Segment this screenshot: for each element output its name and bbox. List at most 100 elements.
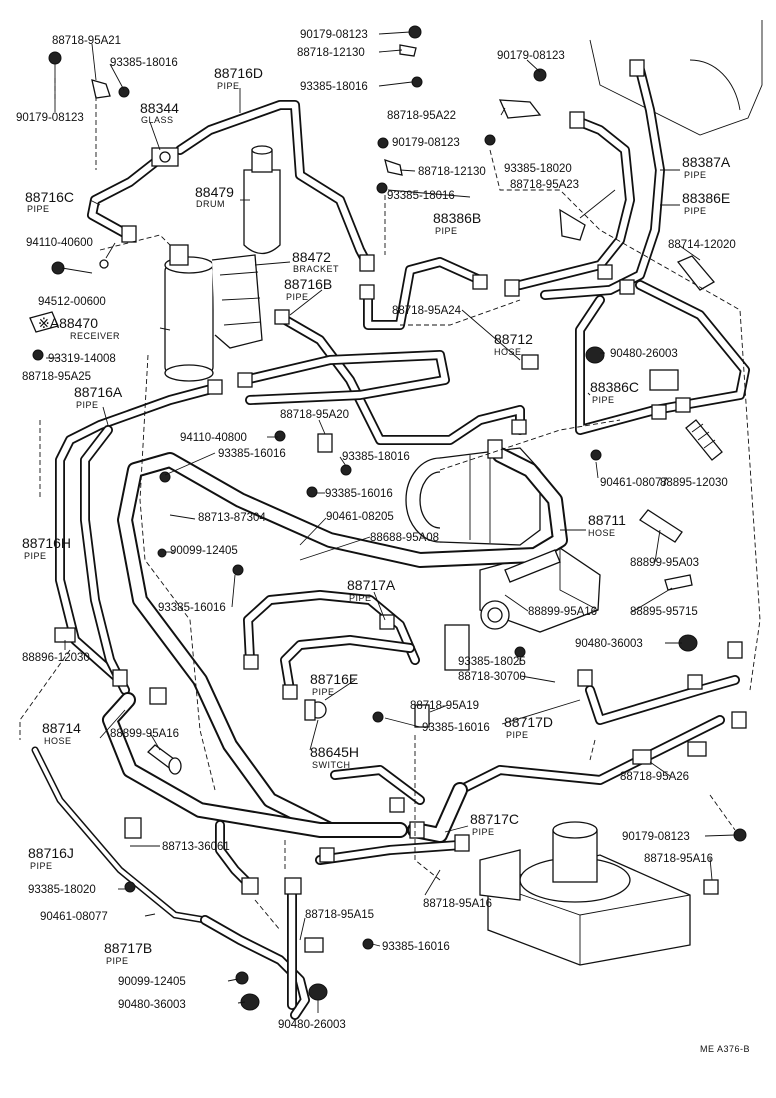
sleeve-middle-icon: [504, 549, 561, 583]
label-93385-18016: 93385-18016: [300, 81, 368, 93]
label-90480-26003: 90480-26003: [610, 348, 678, 360]
label-88472: 88472: [292, 249, 331, 265]
label-88718-95A16: 88718-95A16: [644, 853, 713, 865]
pipe-fitting-icon: [112, 59, 747, 895]
hose-piece-icon: [676, 255, 716, 291]
diagram-code: ME A376-B: [700, 1044, 750, 1054]
bracket-icon: [211, 254, 263, 349]
label-switch: SWITCH: [312, 760, 351, 770]
label-pipe: PIPE: [286, 292, 309, 302]
label-88718-30700: 88718-30700: [458, 671, 526, 683]
sleeve-icon: [639, 509, 683, 543]
label-pipe: PIPE: [472, 827, 495, 837]
label-88645H: 88645H: [310, 744, 359, 760]
label-93385-18016: 93385-18016: [110, 57, 178, 69]
label-88716A: 88716A: [74, 384, 123, 400]
label-90179-08123: 90179-08123: [622, 831, 690, 843]
drum-icon: [243, 145, 281, 255]
label-93385-18025: 93385-18025: [458, 656, 526, 668]
label-88717B: 88717B: [104, 940, 152, 956]
label-93385-16016: 93385-16016: [158, 602, 226, 614]
sight-glass-icon: [151, 147, 179, 167]
label-90461-08205: 90461-08205: [326, 511, 394, 523]
label-88716J: 88716J: [28, 845, 74, 861]
label-88717A: 88717A: [347, 577, 396, 593]
label-88718-95A23: 88718-95A23: [510, 179, 579, 191]
label-94110-40800: 94110-40800: [180, 432, 247, 444]
label-pipe: PIPE: [506, 730, 529, 740]
label-pipe: PIPE: [684, 170, 707, 180]
label-88386B: 88386B: [433, 210, 481, 226]
label-88711: 88711: [588, 512, 626, 528]
label-88718-95A21: 88718-95A21: [52, 35, 121, 47]
corrugated-hose-icon: [685, 419, 723, 461]
label-88714-12020: 88714-12020: [668, 239, 736, 251]
label-88895-95715: 88895-95715: [630, 606, 698, 618]
label-90461-08077: 90461-08077: [600, 477, 668, 489]
label-94110-40600: 94110-40600: [26, 237, 93, 249]
label-88716H: 88716H: [22, 535, 71, 551]
label-pipe: PIPE: [312, 687, 335, 697]
label-90099-12405: 90099-12405: [170, 545, 238, 557]
label-88718-12130: 88718-12130: [418, 166, 486, 178]
label-90179-08123: 90179-08123: [300, 29, 368, 41]
components: [29, 25, 747, 1011]
label-pipe: PIPE: [27, 204, 50, 214]
label-90480-26003: 90480-26003: [278, 1019, 346, 1031]
label-88718-12130: 88718-12130: [297, 47, 365, 59]
label-88479: 88479: [195, 184, 234, 200]
hose-sleeve-icon: [147, 744, 182, 775]
label-93385-16016: 93385-16016: [382, 941, 450, 953]
label-pipe: PIPE: [349, 593, 372, 603]
heater-unit-base: [479, 821, 691, 966]
label-93385-16016: 93385-16016: [325, 488, 393, 500]
label-bracket: BRACKET: [293, 264, 339, 274]
label-88717C: 88717C: [470, 811, 519, 827]
label-88718-95A16: 88718-95A16: [423, 898, 492, 910]
label-pipe: PIPE: [435, 226, 458, 236]
label-drum: DRUM: [196, 199, 225, 209]
label-hose: HOSE: [588, 528, 616, 538]
label-88718-95A20: 88718-95A20: [280, 409, 349, 421]
label-88718-95A15: 88718-95A15: [305, 909, 374, 921]
label-93385-18016: 93385-18016: [342, 451, 410, 463]
tag-icon: [664, 574, 693, 591]
label-A88470: ※A88470: [38, 315, 98, 331]
label-88899-95A03: 88899-95A03: [630, 557, 699, 569]
label-88899-95A16: 88899-95A16: [528, 606, 597, 618]
label-88718-95A26: 88718-95A26: [620, 771, 689, 783]
label-90179-08123: 90179-08123: [497, 50, 565, 62]
label-93319-14008: 93319-14008: [48, 353, 116, 365]
label-93385-18020: 93385-18020: [28, 884, 96, 896]
label-88344: 88344: [140, 100, 179, 116]
label-88716B: 88716B: [284, 276, 332, 292]
label-glass: GLASS: [141, 115, 174, 125]
label-88713-36061: 88713-36061: [162, 841, 230, 853]
receiver-icon: [164, 244, 214, 382]
label-pipe: PIPE: [76, 400, 99, 410]
label-88717D: 88717D: [504, 714, 553, 730]
label-receiver: RECEIVER: [70, 331, 120, 341]
label-94512-00600: 94512-00600: [38, 296, 106, 308]
label-88716D: 88716D: [214, 65, 263, 81]
label-90099-12405: 90099-12405: [118, 976, 186, 988]
label-88386C: 88386C: [590, 379, 639, 395]
label-88712: 88712: [494, 331, 533, 347]
label-88716C: 88716C: [25, 189, 74, 205]
label-pipe: PIPE: [217, 81, 240, 91]
switch-icon: [304, 699, 327, 721]
label-93385-18020: 93385-18020: [504, 163, 572, 175]
label-93385-16016: 93385-16016: [422, 722, 490, 734]
label-88688-95A08: 88688-95A08: [370, 532, 439, 544]
label-pipe: PIPE: [24, 551, 47, 561]
label-88713-87304: 88713-87304: [198, 512, 266, 524]
fastener-icon: [32, 25, 747, 985]
part-labels: 88718-95A21 93385-18016 90179-08123 8871…: [16, 29, 750, 1054]
pipes: [31, 65, 750, 1020]
label-90480-36003: 90480-36003: [118, 999, 186, 1011]
label-93385-16016: 93385-16016: [218, 448, 286, 460]
leader-lines: [19, 31, 761, 1013]
label-hose: HOSE: [44, 736, 72, 746]
label-88714: 88714: [42, 720, 81, 736]
label-pipe: PIPE: [684, 206, 707, 216]
